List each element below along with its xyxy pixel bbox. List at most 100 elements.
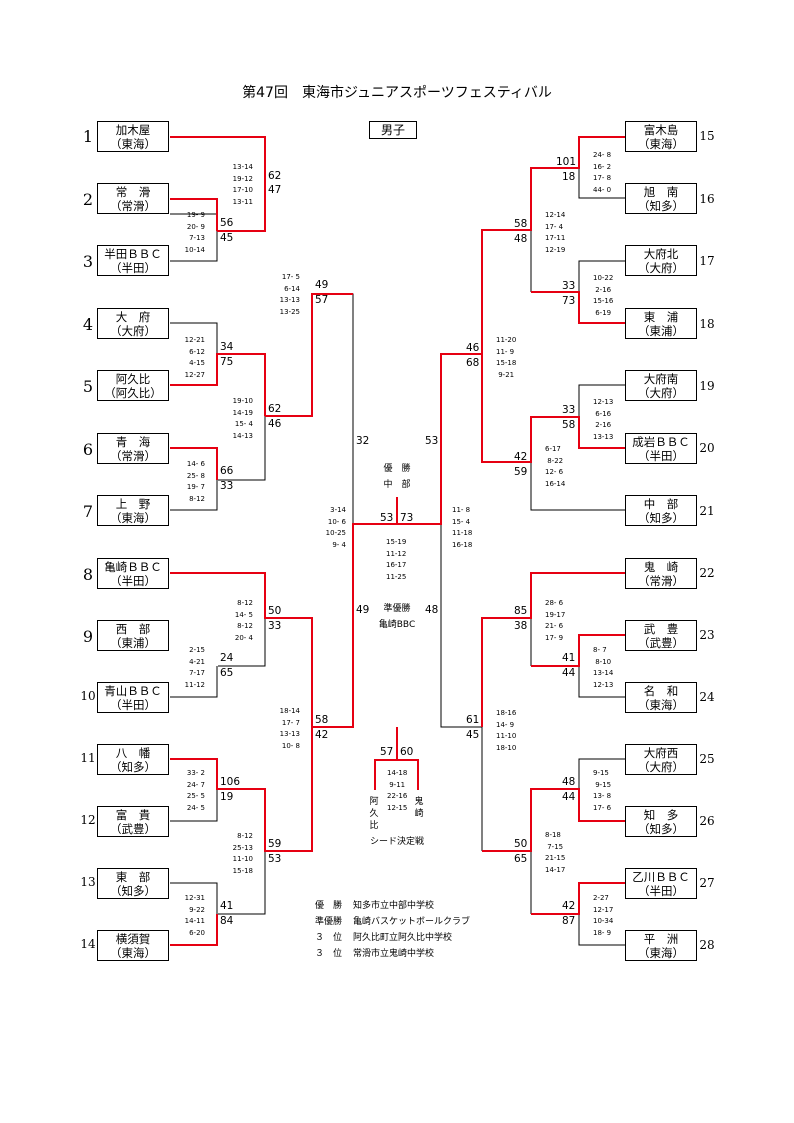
team-box: 中 部（知多） — [625, 495, 697, 526]
seed-number: 12 — [80, 813, 96, 827]
score: 44 — [562, 667, 576, 679]
team-name: 東 部 — [115, 870, 151, 884]
bracket-line — [218, 851, 266, 915]
team-box: 常 滑（常滑） — [97, 183, 169, 214]
team-name: 平 洲 — [643, 932, 679, 946]
set-scores: 2-27 12-17 10-34 18- 9 — [593, 894, 614, 937]
score: 38 — [514, 620, 528, 632]
score: 42 — [562, 900, 576, 912]
bracket-line — [170, 136, 266, 232]
set-scores: 12-31 9-22 14-11 6-20 — [184, 894, 205, 937]
score: 33 — [268, 620, 282, 632]
bracket-line — [218, 416, 266, 481]
seed-number: 7 — [82, 502, 94, 521]
team-name: 大府西 — [643, 746, 679, 760]
seed-number: 23 — [699, 628, 715, 642]
bracket-line — [170, 480, 218, 511]
bracket-line — [170, 198, 218, 231]
bracket-line — [170, 789, 218, 822]
team-name: 横須賀 — [115, 932, 151, 946]
team-box: 青 海（常滑） — [97, 433, 169, 464]
set-scores: 3-14 10- 6 10-25 9- 4 — [325, 506, 346, 549]
team-city: （東浦） — [638, 324, 684, 338]
score: 48 — [562, 776, 576, 788]
score: 60 — [400, 746, 414, 758]
runner-up-name: 亀崎BBC — [378, 620, 416, 630]
bracket-line — [170, 882, 218, 914]
score: 42 — [315, 729, 329, 741]
team-box: 横須賀（東海） — [97, 930, 169, 961]
score: 49 — [356, 604, 370, 616]
team-box: 亀崎ＢＢＣ（半田） — [97, 558, 169, 589]
standing-team: 知多市立中部中学校 — [353, 901, 435, 911]
bracket-line — [170, 322, 218, 354]
team-city: （東海） — [110, 946, 156, 960]
team-city: （半田） — [110, 261, 156, 275]
bracket-line — [170, 231, 218, 262]
team-name: 鬼 崎 — [643, 560, 679, 574]
team-name: 上 野 — [115, 497, 151, 511]
team-city: （半田） — [638, 884, 684, 898]
seed-number: 4 — [82, 315, 94, 334]
bracket-line — [531, 291, 625, 324]
team-city: （東海） — [638, 946, 684, 960]
set-scores: 18-16 14- 9 11-10 18-10 — [496, 709, 517, 752]
seed-match-caption: シード決定戦 — [369, 837, 424, 847]
seed-number: 13 — [80, 875, 96, 889]
team-name: 富木島 — [643, 123, 679, 137]
standing-rank: ３ 位 — [315, 949, 343, 959]
seed-number: 28 — [699, 938, 715, 952]
score: 84 — [220, 915, 234, 927]
score: 19 — [220, 791, 234, 803]
team-box: 八 幡（知多） — [97, 744, 169, 775]
team-box: 知 多（知多） — [625, 806, 697, 837]
score: 42 — [514, 451, 528, 463]
team-box: 半田ＢＢＣ（半田） — [97, 245, 169, 276]
set-scores: 2-15 4-21 7-17 11-12 — [184, 646, 205, 689]
score: 48 — [425, 604, 439, 616]
team-name: 武 豊 — [643, 622, 679, 636]
standing-team: 亀崎バスケットボールクラブ — [353, 917, 471, 927]
bracket-line — [482, 788, 625, 852]
team-box: 阿久比（阿久比） — [97, 370, 169, 401]
team-name: 知 多 — [643, 808, 679, 822]
team-box: 富 貴（武豊） — [97, 806, 169, 837]
score: 46 — [466, 342, 480, 354]
team-box: 鬼 崎（常滑） — [625, 558, 697, 589]
team-city: （常滑） — [110, 449, 156, 463]
team-city: （半田） — [110, 698, 156, 712]
team-city: （大府） — [638, 386, 684, 400]
score: 66 — [220, 465, 234, 477]
team-name: 東 浦 — [643, 310, 679, 324]
bracket-line — [396, 136, 625, 525]
set-scores: 13-14 19-12 17-10 13-11 — [232, 163, 253, 206]
team-box: 西 部（東浦） — [97, 620, 169, 651]
team-box: 乙川ＢＢＣ（半田） — [625, 868, 697, 899]
final-set-scores: 15-19 11-12 16-17 11-25 — [386, 538, 407, 581]
team-name: 青 海 — [115, 435, 151, 449]
standing-row: ３ 位阿久比町立阿久比中学校 — [315, 930, 470, 946]
bracket-line — [265, 293, 353, 417]
team-name: 八 幡 — [115, 746, 151, 760]
seed-number: 15 — [699, 129, 715, 143]
set-scores: 8- 7 8-10 13-14 12-13 — [593, 646, 614, 689]
score: 33 — [562, 280, 576, 292]
score: 73 — [400, 512, 414, 524]
seed-number: 14 — [80, 937, 96, 951]
team-city: （東海） — [638, 698, 684, 712]
team-name: 富 貴 — [115, 808, 151, 822]
seed-number: 18 — [699, 317, 715, 331]
team-city: （知多） — [638, 822, 684, 836]
score: 44 — [562, 791, 576, 803]
score: 53 — [425, 435, 439, 447]
bracket-line — [531, 634, 625, 667]
team-city: （東海） — [638, 137, 684, 151]
set-scores: 33- 2 24- 7 25- 5 24- 5 — [186, 769, 205, 812]
team-city: （東海） — [110, 137, 156, 151]
team-box: 成岩ＢＢＣ（半田） — [625, 433, 697, 464]
score: 41 — [220, 900, 234, 912]
bracket-line — [531, 882, 625, 915]
team-box: 上 野（東海） — [97, 495, 169, 526]
score: 58 — [315, 714, 329, 726]
